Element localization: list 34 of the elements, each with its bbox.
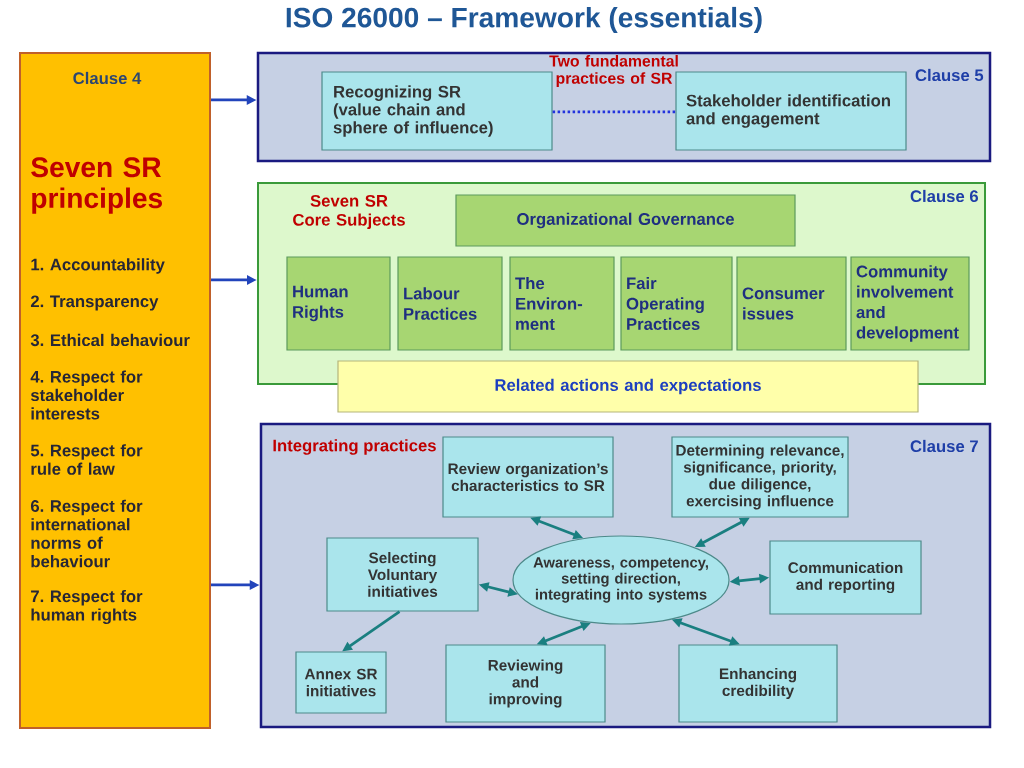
clause-label: Clause 7: [910, 439, 978, 453]
list-item: 1. Accountability: [31, 258, 165, 274]
process-box: Related actions and expectations: [337, 360, 919, 413]
title: ISO 26000 – Framework (essentials): [286, 6, 762, 34]
heading: Seven SR principles: [31, 157, 162, 214]
process-box: Reviewing and improving: [445, 644, 606, 723]
process-box: Labour Practices: [397, 256, 503, 351]
process-box: The Environ- ment: [509, 256, 615, 351]
process-box: Consumer issues: [736, 256, 847, 351]
clause-label: Clause 6: [910, 189, 979, 203]
process-box: Recognizing SR (value chain and sphere of influence): [321, 71, 553, 151]
list-item: 5. Respect for rule of law: [30, 444, 143, 475]
connector-line: [552, 110, 676, 114]
heading: Seven SR Core Subjects: [293, 194, 405, 230]
list-item: 3. Ethical behaviour: [30, 333, 190, 347]
ellipse-node: Awareness, competency, setting direction, integrating into systems: [512, 535, 730, 625]
process-box: Review organization’s characteristics to SR: [442, 436, 614, 518]
heading: Integrating practices: [273, 439, 436, 455]
process-box: Stakeholder identification and engagement: [675, 71, 907, 151]
process-box: Determining relevance, significance, priority, due diligence, exercising influence: [671, 436, 849, 518]
process-box: Annex SR initiatives: [295, 651, 387, 714]
list-item: 6. Respect for international norms of behaviour: [30, 499, 143, 568]
process-box: Communication and reporting: [769, 540, 922, 615]
clause-label: Clause 5: [915, 68, 984, 82]
process-box: Enhancing credibility: [678, 644, 838, 723]
process-box: Community involvement and development: [850, 256, 970, 351]
process-box: Organizational Governance: [455, 194, 796, 247]
list-item: 7. Respect for human rights: [31, 589, 143, 625]
list-item: 4. Respect for stakeholder interests: [30, 370, 143, 420]
clause-label: Clause 4: [73, 71, 142, 85]
process-box: Human Rights: [286, 256, 391, 351]
process-box: Selecting Voluntary initiatives: [326, 537, 479, 612]
process-box: Fair Operating Practices: [620, 256, 733, 351]
list-item: 2. Transparency: [30, 295, 159, 311]
